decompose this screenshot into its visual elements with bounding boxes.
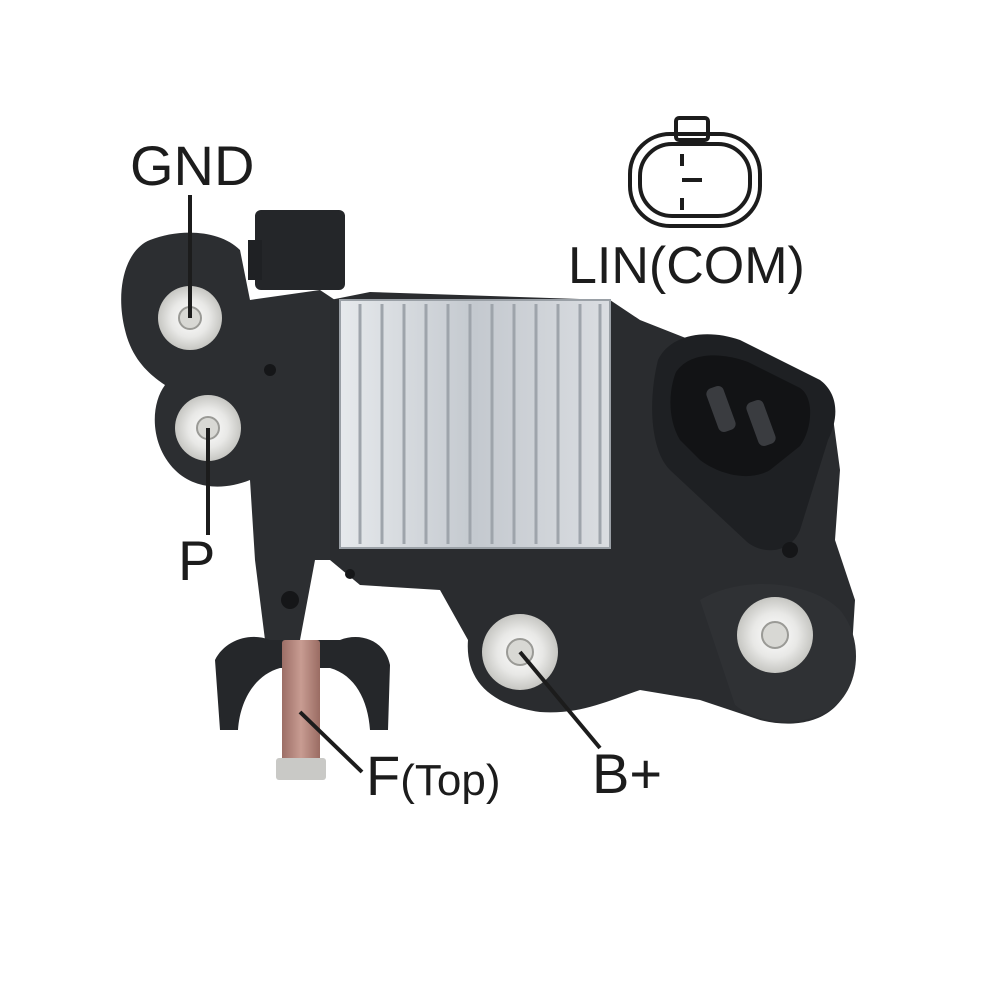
f-label-main: F [366, 744, 401, 807]
f-top-label: F(Top) [366, 748, 500, 804]
terminal-mount [737, 597, 813, 673]
connector-pinout-icon [628, 116, 762, 228]
regulator-body [121, 210, 857, 780]
b-plus-label: B+ [592, 742, 663, 805]
gnd-label: GND [130, 134, 255, 197]
b-plus-leader-line [518, 650, 602, 750]
p-label: P [178, 529, 216, 592]
f-label-sub: (Top) [400, 756, 501, 805]
lin-com-label: LIN(COM) [568, 237, 805, 295]
f-leader-line [298, 710, 364, 774]
